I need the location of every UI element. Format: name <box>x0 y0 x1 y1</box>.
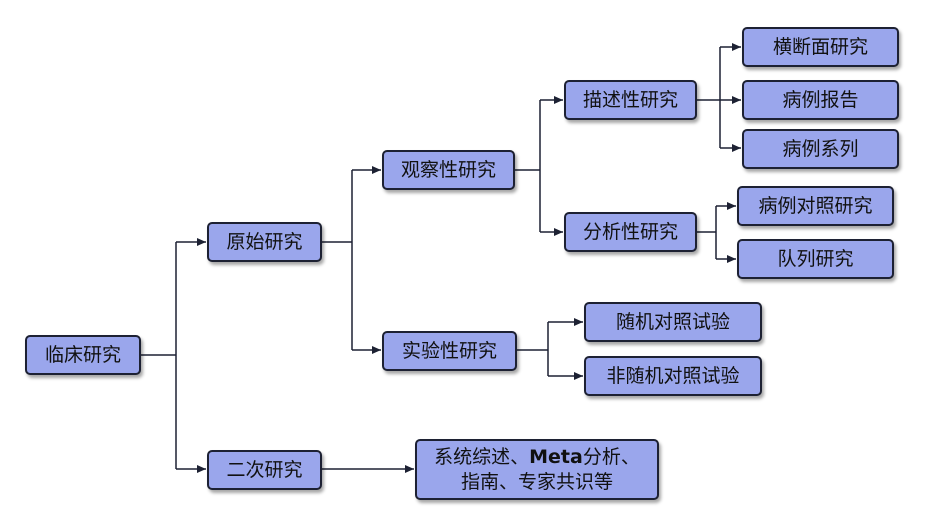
secondary-detail-line-2: 指南、专家共识等 <box>460 470 613 493</box>
connector-experimental <box>517 322 549 376</box>
node-clinical-research: 临床研究 <box>25 335 141 375</box>
node-descriptive-research: 描述性研究 <box>564 80 697 120</box>
node-case-series: 病例系列 <box>742 129 899 169</box>
secondary-detail-line-1: 系统综述、Meta分析、 <box>434 445 640 468</box>
node-secondary-research: 二次研究 <box>207 450 322 490</box>
node-secondary-research-detail: 系统综述、Meta分析、 指南、专家共识等 <box>415 439 659 500</box>
node-non-randomized-controlled-trial: 非随机对照试验 <box>584 356 762 396</box>
node-cross-sectional-study: 横断面研究 <box>742 27 899 67</box>
node-analytical-research: 分析性研究 <box>564 212 697 252</box>
node-observational-research: 观察性研究 <box>382 150 515 190</box>
connector-root <box>141 242 177 469</box>
connector-descriptive <box>697 47 721 148</box>
node-randomized-controlled-trial: 随机对照试验 <box>584 302 762 342</box>
connector-original <box>322 170 353 350</box>
node-experimental-research: 实验性研究 <box>382 331 517 371</box>
node-case-control-study: 病例对照研究 <box>737 186 894 226</box>
connector-observational <box>515 100 541 232</box>
node-cohort-study: 队列研究 <box>737 239 894 279</box>
node-case-report: 病例报告 <box>742 80 899 120</box>
node-original-research: 原始研究 <box>207 222 322 262</box>
connector-analytical <box>697 206 717 259</box>
